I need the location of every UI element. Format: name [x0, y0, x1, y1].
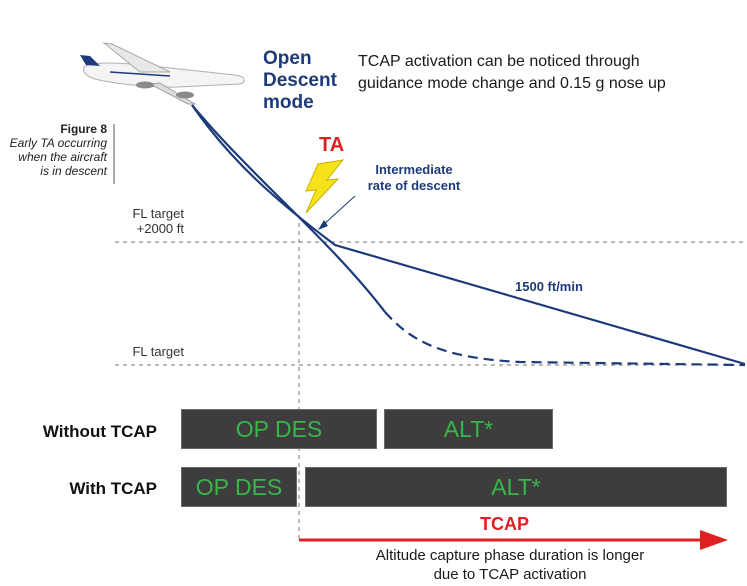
fl-target-label: FL target: [132, 344, 184, 359]
row-label-without-tcap: Without TCAP: [42, 422, 157, 441]
activation-line-2: guidance mode change and 0.15 g nose up: [358, 75, 666, 92]
row-label-with-tcap: With TCAP: [69, 479, 157, 498]
mode-title: Open Descent mode: [263, 48, 337, 114]
airplane-icon: [80, 42, 245, 105]
capture-path-without-tcap: [384, 311, 746, 367]
lightning-icon: [305, 159, 345, 214]
activation-line-1: TCAP activation can be noticed through: [358, 53, 640, 70]
intermediate-arrowhead: [318, 220, 328, 230]
intermediate-label: Intermediate rate of descent: [352, 162, 476, 194]
descent-path-with-tcap: [191, 104, 746, 366]
mode-box-op-des-with: OP DES: [181, 467, 297, 507]
descent-path-without-tcap: [191, 104, 386, 313]
mode-title-line-1: Open: [263, 48, 312, 69]
figure-number: Figure 8: [60, 122, 107, 136]
mode-box-alt-star-with: ALT*: [305, 467, 727, 507]
intermediate-line-2: rate of descent: [367, 178, 461, 193]
figure-caption-line-3: is in descent: [40, 164, 107, 178]
figure-caption: Figure 8 Early TA occurring when the air…: [0, 122, 107, 178]
fl-target-plus-label: FL target +2000 ft: [100, 206, 184, 236]
tcap-label: TCAP: [480, 514, 529, 534]
intermediate-line-1: Intermediate: [375, 162, 453, 177]
intermediate-arrow: [321, 195, 356, 227]
figure-caption-line-2: when the aircraft: [18, 150, 107, 164]
fl-target-plus-line-2: +2000 ft: [136, 221, 184, 236]
mode-title-line-2: Descent: [263, 70, 337, 91]
mode-box-alt-star-without: ALT*: [384, 409, 553, 449]
activation-note: TCAP activation can be noticed through g…: [358, 51, 666, 95]
bottom-note: Altitude capture phase duration is longe…: [330, 546, 690, 584]
bottom-note-line-2: due to TCAP activation: [433, 566, 587, 583]
rate-label: 1500 ft/min: [515, 279, 583, 294]
mode-box-op-des-without: OP DES: [181, 409, 377, 449]
mode-title-line-3: mode: [263, 92, 314, 113]
ta-label: TA: [319, 134, 345, 156]
tcap-arrowhead: [700, 530, 728, 550]
figure-caption-line-1: Early TA occurring: [9, 136, 107, 150]
bottom-note-line-1: Altitude capture phase duration is longe…: [375, 547, 645, 564]
fl-target-plus-line-1: FL target: [132, 206, 184, 221]
